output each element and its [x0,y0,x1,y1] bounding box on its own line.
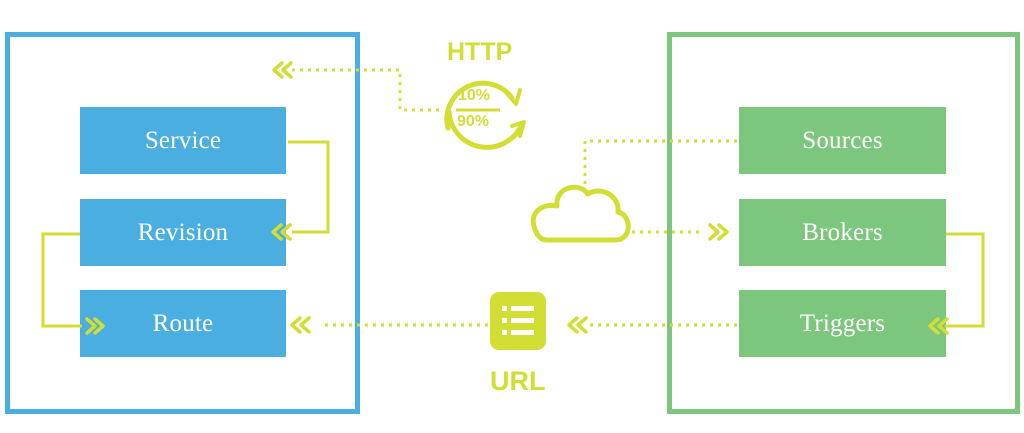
service-to-revision-connector [288,140,330,234]
http-arrowhead [272,61,293,79]
url-label: URL [490,366,546,396]
route-label: Route [152,309,214,337]
brokers-to-triggers-connector [945,232,985,328]
route-arrowhead [85,317,105,335]
traffic-split-icon [444,80,526,150]
triggers-label: Triggers [799,309,886,337]
serving-frame [5,32,360,414]
revision-arrowhead [271,223,292,241]
revision-box: Revision [80,199,286,266]
revision-to-route-connector [41,232,82,328]
triggers-box: Triggers [739,290,946,357]
sources-to-cloud-connector [583,139,737,188]
eventing-frame [667,32,1020,414]
brokers-box: Brokers [739,199,946,266]
service-label: Service [144,126,222,154]
url-arrowhead [567,316,588,334]
url-route-arrowhead [290,316,311,334]
revision-label: Revision [137,218,229,246]
triggers-arrowhead [928,317,949,335]
route-box: Route [80,290,286,357]
sources-label: Sources [802,126,883,154]
cloud-icon [530,184,631,243]
http-split-top: 10% [458,87,491,104]
http-label: HTTP [447,38,513,66]
service-box: Service [80,107,286,174]
list-doc-icon [490,292,546,350]
http-connector [292,68,440,112]
http-split-bottom: 90% [457,113,490,130]
brokers-arrowhead [708,223,729,241]
brokers-label: Brokers [802,218,883,246]
sources-box: Sources [739,107,946,174]
